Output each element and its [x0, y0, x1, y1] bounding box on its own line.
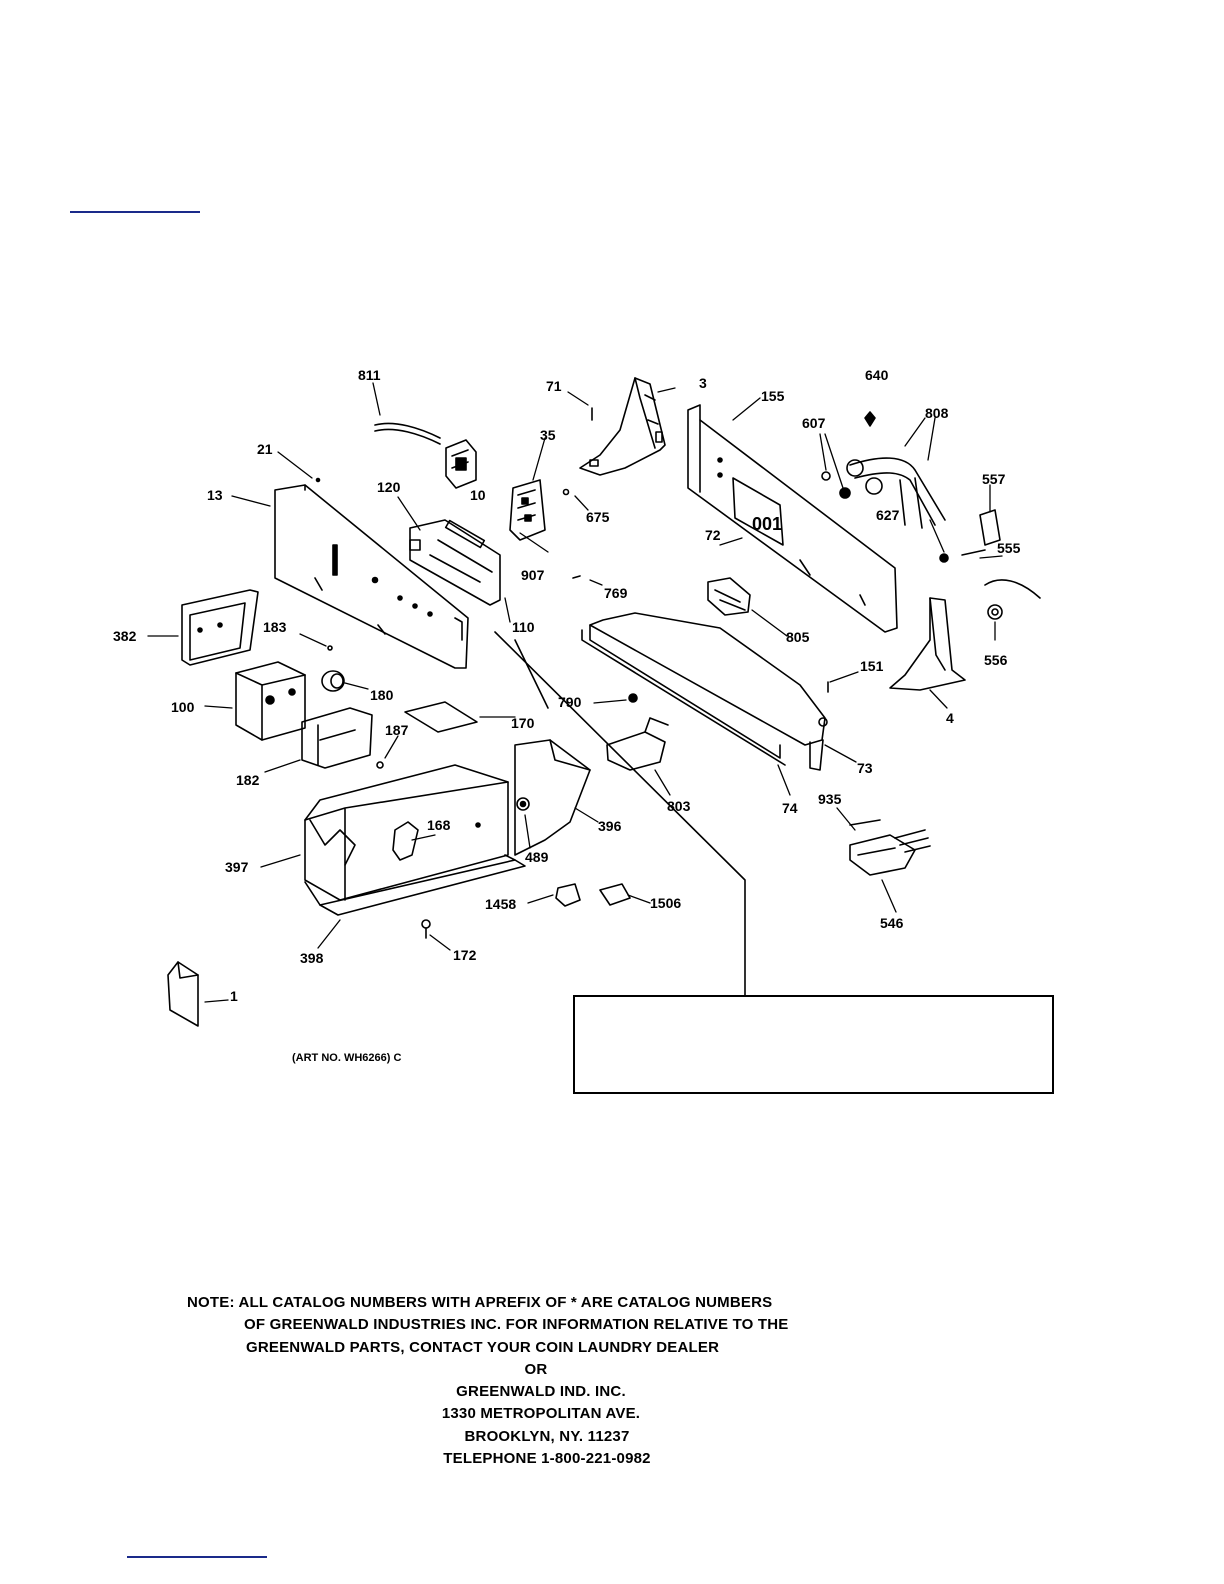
- part-3-bracket: [579, 377, 666, 476]
- part-557-556-fittings: [961, 509, 1041, 620]
- label-907: 907: [521, 567, 545, 583]
- label-172: 172: [453, 947, 477, 963]
- part-382-board: [181, 589, 259, 666]
- svg-text:001: 001: [752, 514, 782, 534]
- callout-box: [573, 995, 1054, 1094]
- label-805: 805: [786, 629, 810, 645]
- label-21: 21: [257, 441, 273, 457]
- label-100: 100: [171, 699, 195, 715]
- label-675: 675: [586, 509, 610, 525]
- part-1458-1506-clips: [555, 883, 631, 907]
- note-line-8: TELEPHONE 1-800-221-0982: [443, 1450, 651, 1467]
- label-808: 808: [925, 405, 949, 421]
- label-1: 1: [230, 988, 238, 1004]
- label-1506: 1506: [650, 895, 681, 911]
- label-13: 13: [207, 487, 223, 503]
- note-line-5: GREENWALD IND. INC.: [456, 1383, 626, 1400]
- part-100-timer: [235, 661, 306, 741]
- label-3: 3: [699, 375, 707, 391]
- part-397-enclosure: [304, 764, 526, 916]
- label-1458: 1458: [485, 896, 516, 912]
- label-811: 811: [358, 367, 381, 383]
- label-120: 120: [377, 479, 401, 495]
- part-35-switch-block: [509, 479, 546, 541]
- bottom-divider-line: [127, 1556, 267, 1558]
- label-155: 155: [761, 388, 785, 404]
- label-397: 397: [225, 859, 249, 875]
- small-fasteners: [315, 407, 829, 769]
- label-557: 557: [982, 471, 1006, 487]
- label-170: 170: [511, 715, 535, 731]
- art-number: (ART NO. WH6266) C: [292, 1052, 401, 1064]
- part-805-assembly: [707, 577, 751, 616]
- label-74: 74: [782, 800, 798, 816]
- part-155-72-console: 001: [687, 404, 898, 633]
- label-398: 398: [300, 950, 324, 966]
- label-489: 489: [525, 849, 549, 865]
- part-170-plate: [404, 701, 478, 733]
- note-line-2: OF GREENWALD INDUSTRIES INC. FOR INFORMA…: [244, 1316, 789, 1333]
- label-790: 790: [558, 694, 582, 710]
- label-183: 183: [263, 619, 287, 635]
- label-627: 627: [876, 507, 900, 523]
- part-172-screw: [421, 919, 431, 939]
- part-180-ring: [321, 670, 345, 692]
- note-line-1: NOTE: ALL CATALOG NUMBERS WITH APREFIX O…: [187, 1294, 773, 1311]
- part-182-plate: [301, 707, 373, 769]
- note-line-7: BROOKLYN, NY. 11237: [464, 1428, 630, 1445]
- part-13-panel: [274, 484, 469, 669]
- part-73-74-front-panel: [581, 612, 828, 771]
- label-935: 935: [818, 791, 842, 807]
- label-182: 182: [236, 772, 260, 788]
- part-396-489-bracket: [514, 739, 591, 856]
- label-151: 151: [860, 658, 884, 674]
- label-4: 4: [946, 710, 954, 726]
- label-556: 556: [984, 652, 1008, 668]
- part-4-bracket: [889, 597, 966, 691]
- label-382: 382: [113, 628, 137, 644]
- label-769: 769: [604, 585, 628, 601]
- label-35: 35: [540, 427, 556, 443]
- part-811-wire: [374, 422, 441, 445]
- part-1-manual: [167, 961, 199, 1027]
- callout-leader-lines: [494, 631, 746, 996]
- part-10-switch: [445, 439, 477, 489]
- note-line-3: GREENWALD PARTS, CONTACT YOUR COIN LAUND…: [246, 1339, 720, 1356]
- label-607: 607: [802, 415, 826, 431]
- part-808-hoses: [821, 411, 949, 563]
- label-396: 396: [598, 818, 622, 834]
- label-leaders: [147, 382, 1003, 1003]
- label-168: 168: [427, 817, 451, 833]
- label-555: 555: [997, 540, 1021, 556]
- label-71: 71: [546, 378, 562, 394]
- label-72: 72: [705, 527, 721, 543]
- top-divider-line: [70, 211, 200, 213]
- label-187: 187: [385, 722, 409, 738]
- label-73: 73: [857, 760, 873, 776]
- label-110: 110: [512, 619, 535, 635]
- part-803-latch: [606, 717, 669, 771]
- label-180: 180: [370, 687, 394, 703]
- label-546: 546: [880, 915, 904, 931]
- part-935-546-harness: [849, 819, 931, 876]
- part-120-110-board: [409, 519, 501, 606]
- note-line-4: OR: [524, 1361, 548, 1378]
- label-640: 640: [865, 367, 889, 383]
- label-803: 803: [667, 798, 691, 814]
- label-10: 10: [470, 487, 486, 503]
- note-line-6: 1330 METROPOLITAN AVE.: [441, 1405, 641, 1422]
